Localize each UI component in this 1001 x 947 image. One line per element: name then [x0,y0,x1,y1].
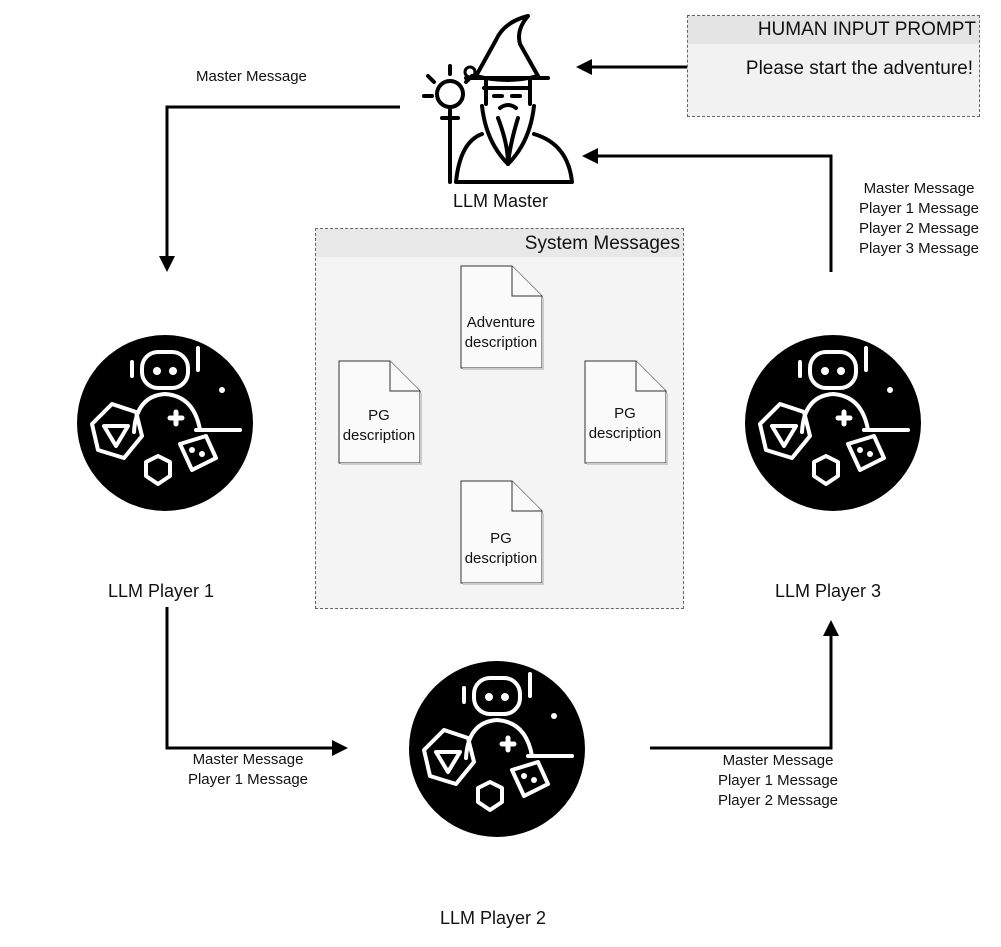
robot-with-dice-icon [77,335,253,511]
document-title: PG [368,407,390,424]
human-input-prompt-text: Please start the adventure! [745,58,973,79]
system-messages-title: System Messages [316,229,683,257]
flow-label-line: Player 1 Message [717,772,839,789]
flow-label-line: Master Message [863,180,975,197]
flow-label-line: Player 1 Message [858,200,980,217]
flow-label-line: Player 1 Message [187,771,309,788]
flow-label-player3-to-master: Master Message Player 1 Message Player 2… [850,179,988,259]
document-subtitle: description [342,427,416,444]
document-title: PG [490,530,512,547]
arrow-player1-to-player2 [165,607,348,756]
llm-player-2-label: LLM Player 2 [440,908,547,928]
flow-label-line: Player 3 Message [858,240,980,257]
document-icon [338,360,422,465]
document-title: Adventure [466,314,536,331]
llm-player-1-label: LLM Player 1 [108,581,215,601]
arrow-human-to-master [576,59,687,75]
arrow-player2-to-player3 [650,620,839,750]
adventure-description-document: Adventure description [460,265,544,370]
flow-label-line: Master Message [192,751,304,768]
document-icon [460,265,544,370]
document-subtitle: description [464,334,538,351]
robot-with-dice-icon [745,335,921,511]
flow-label-line: Master Message [722,752,834,769]
document-title: PG [614,405,636,422]
human-input-prompt-title: HUMAN INPUT PROMPT [688,16,979,44]
wizard-icon [422,14,574,184]
flow-label-player1-to-player2: Master Message Player 1 Message [178,750,318,790]
document-icon [584,360,668,465]
llm-master-label: LLM Master [453,191,549,211]
flow-label-line: Player 2 Message [717,792,839,809]
pg-description-document-left: PG description [338,360,422,465]
document-subtitle: description [588,425,662,442]
flow-label-player2-to-player3: Master Message Player 1 Message Player 2… [706,751,850,811]
pg-description-document-bottom: PG description [460,480,544,585]
pg-description-document-right: PG description [584,360,668,465]
flow-label-master-to-player1: Master Message [196,68,307,85]
llm-player-3-label: LLM Player 3 [775,581,882,601]
arrow-player3-to-master [582,148,833,272]
robot-with-dice-icon [409,661,585,837]
document-subtitle: description [464,550,538,567]
arrow-master-to-player1 [159,105,400,272]
document-icon [460,480,544,585]
human-input-prompt-box: HUMAN INPUT PROMPT Please start the adve… [687,15,980,117]
flow-label-line: Player 2 Message [858,220,980,237]
